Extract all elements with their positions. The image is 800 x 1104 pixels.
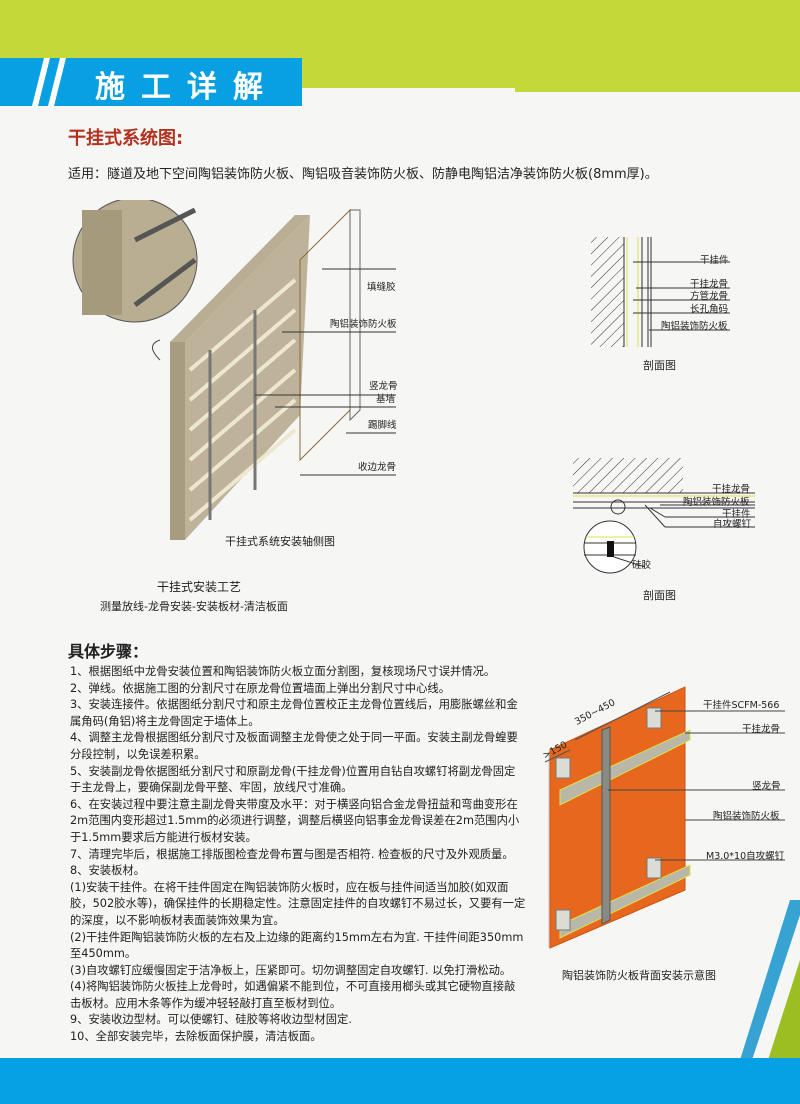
applicable-text: 适用：隧道及地下空间陶铝装饰防火板、陶铝吸音装饰防火板、防静电陶铝洁净装饰防火板… bbox=[68, 167, 658, 182]
hanger-keel-top bbox=[559, 729, 691, 806]
blue-stripe bbox=[740, 900, 800, 1060]
label-slot-bracket: 长孔角码 bbox=[690, 304, 729, 315]
back-install-diagram bbox=[544, 686, 785, 949]
horizontal-rails bbox=[188, 278, 297, 522]
page-title: 施工详解 bbox=[95, 70, 279, 105]
hangers bbox=[555, 707, 662, 931]
back-diagram-caption: 陶铝装饰防火板背面安装示意图 bbox=[562, 969, 716, 982]
step-item: 1、根据图纸中龙骨安装位置和陶铝装饰防火板立面分割图，复核现场尺寸误并情况。 bbox=[70, 665, 496, 678]
label-hanger: 干挂件 bbox=[700, 255, 729, 266]
axonometric-caption: 干挂式系统安装轴侧图 bbox=[225, 535, 335, 548]
label-hanger-keel: 干挂龙骨 bbox=[690, 279, 729, 290]
step-item: (4)将陶铝装饰防火板挂上龙骨时，如遇偏紧不能到位，不可直接用榔头或其它硬物直接… bbox=[70, 980, 516, 1010]
slash-decoration bbox=[48, 58, 66, 106]
label-base-wall: 基墙 bbox=[376, 394, 396, 405]
wall-hatch bbox=[591, 237, 624, 347]
section-title: 干挂式系统图: bbox=[68, 128, 184, 149]
label-panel: 陶铝装饰防火板 bbox=[683, 497, 750, 508]
dimension-line bbox=[574, 691, 671, 741]
header-tab bbox=[0, 58, 302, 106]
section2-caption: 剖面图 bbox=[643, 589, 676, 602]
label-joint-sealant: 填缝胶 bbox=[367, 282, 396, 293]
leader-lines bbox=[633, 261, 730, 331]
steps-list: 1、根据图纸中龙骨安装位置和陶铝装饰防火板立面分割图，复核现场尺寸误并情况。 2… bbox=[70, 664, 526, 1046]
step-item: (1)安装干挂件。在将干挂件固定在陶铝装饰防火板时，应在板与挂件间适当加胶(如双… bbox=[70, 880, 526, 927]
label-square-tube-keel: 方管龙骨 bbox=[690, 291, 729, 302]
process-title: 干挂式安装工艺 bbox=[157, 580, 242, 594]
leader-lines bbox=[613, 492, 755, 568]
axonometric-diagram bbox=[72, 200, 396, 540]
base-wall-top bbox=[170, 215, 310, 342]
label-self-tapping-screw: 自攻螺钉 bbox=[713, 519, 752, 530]
process-steps: 测量放线-龙骨安装-安装板材-清洁板面 bbox=[100, 600, 288, 613]
section-diagram-horizontal bbox=[573, 458, 755, 574]
step-item: 5、安装副龙骨依据图纸分割尺寸和原副龙骨(干挂龙骨)位置用自钻自攻螺钉将副龙骨固… bbox=[70, 764, 516, 795]
label-hanger-keel: 干挂龙骨 bbox=[742, 724, 781, 735]
leader bbox=[152, 339, 161, 361]
step-item: 3、安装连接件。依据图纸分割尺寸和原主龙骨位置校正主龙骨位置线后，用膨胀螺丝和金… bbox=[70, 698, 518, 728]
wall-hatch bbox=[573, 458, 683, 493]
label-vertical-keel: 竖龙骨 bbox=[752, 781, 781, 792]
panel-edge bbox=[349, 209, 361, 422]
step-item: 9、安装收边型材。可以使螺钉、硅胶等将收边型材固定. bbox=[70, 1013, 352, 1027]
step-item: (3)自攻螺钉应缓慢固定于洁净板上，压紧即可。切勿调整固定自攻螺钉. 以免打滑松… bbox=[70, 963, 512, 977]
step-item: 2、弹线。依据施工图的分割尺寸在原龙骨位置墙面上弹出分割尺寸中心线。 bbox=[70, 681, 450, 695]
base-wall-edge bbox=[170, 342, 185, 540]
label-silicone: 硅胶 bbox=[632, 560, 652, 571]
section1-caption: 剖面图 bbox=[643, 359, 676, 372]
rail-detail bbox=[133, 258, 197, 307]
green-stripe bbox=[768, 960, 800, 1060]
hanger-keel-bottom bbox=[559, 864, 691, 939]
bottom-blue-band bbox=[0, 1058, 800, 1104]
step-item: 7、清理完毕后，根据施工排版图检查龙骨布置与图是否相符. 检查板的尺寸及外观质量… bbox=[70, 847, 514, 861]
step-item: (2)干挂件距陶铝装饰防火板的左右及上边缘的距离约15mm左右为宜. 干挂件间距… bbox=[70, 930, 524, 961]
step-item: 10、全部安装完毕，去除板面保护膜，清洁板面。 bbox=[70, 1030, 322, 1044]
steps-title: 具体步骤： bbox=[68, 642, 149, 661]
step-item: 6、在安装过程中要注意主副龙骨夹带度及水平：对于横竖向铝合金龙骨扭益和弯曲变形在… bbox=[70, 797, 520, 844]
corner-stripes bbox=[740, 900, 800, 1060]
label-hanger-model: 干挂件SCFM-566 bbox=[703, 700, 780, 711]
step-item: 8、安装板材。 bbox=[70, 864, 145, 878]
step-item: 4、调整主龙骨根据图纸分割尺寸及板面调整主龙骨使之处于同一平面。安装主副龙骨蝗要… bbox=[70, 731, 518, 761]
silicone bbox=[607, 541, 614, 557]
section-diagram-vertical bbox=[591, 237, 730, 347]
label-hanger-keel: 干挂龙骨 bbox=[712, 484, 751, 495]
label-skirting: 踢脚线 bbox=[368, 420, 397, 431]
label-panel: 陶铝装饰防火板 bbox=[713, 811, 780, 822]
label-panel: 陶铝装饰防火板 bbox=[661, 321, 728, 332]
rail-detail bbox=[133, 207, 197, 243]
dimension-line bbox=[544, 749, 571, 763]
detail-marker bbox=[610, 499, 626, 515]
slash-decoration bbox=[32, 58, 50, 106]
label-vertical-keel: 竖龙骨 bbox=[369, 381, 398, 392]
label-panel: 陶铝装饰防火板 bbox=[330, 319, 397, 330]
vertical-keel bbox=[601, 726, 611, 925]
leader-lines bbox=[255, 268, 396, 476]
top-green-band-edge bbox=[515, 88, 800, 92]
label-hanger: 干挂件 bbox=[722, 509, 751, 520]
label-edge-keel: 收边龙骨 bbox=[358, 462, 397, 473]
wall-detail bbox=[82, 210, 122, 315]
label-screw: M3.0*10自攻螺钉 bbox=[706, 851, 785, 862]
leader-lines bbox=[608, 710, 785, 861]
